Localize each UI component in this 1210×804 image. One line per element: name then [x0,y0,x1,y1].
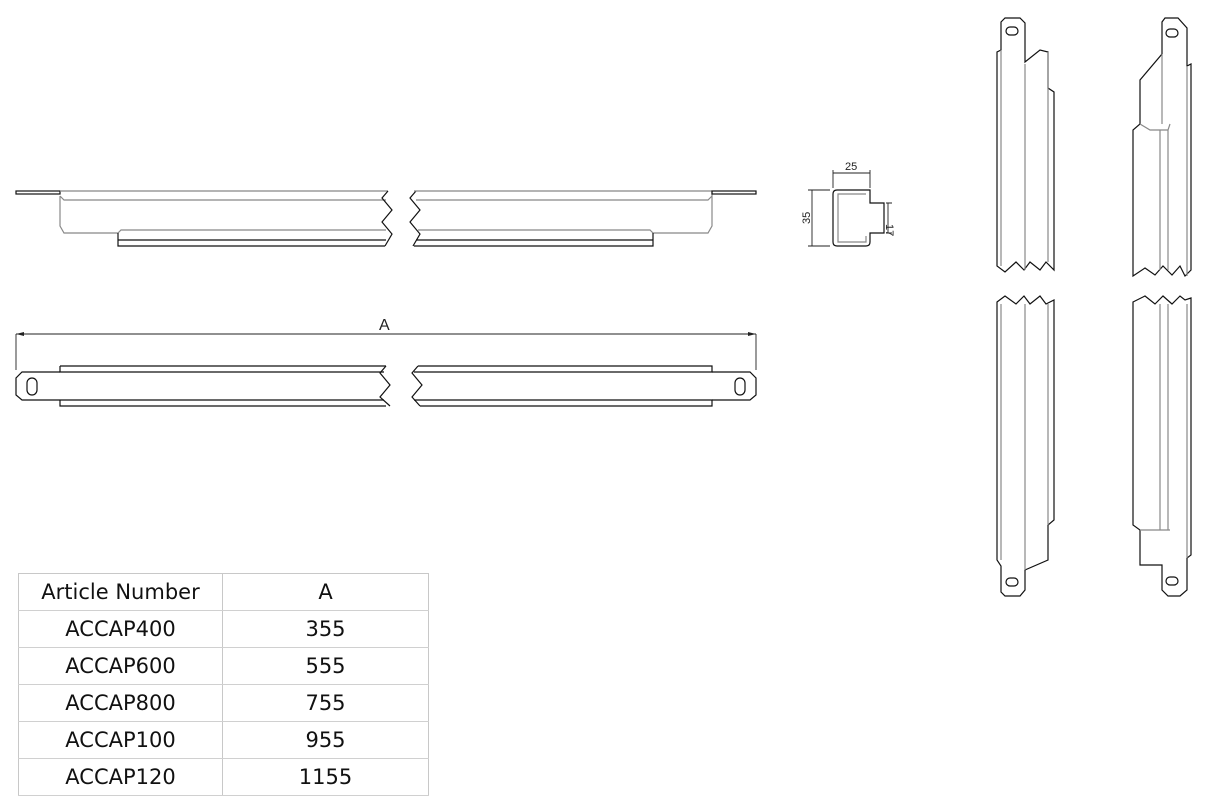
article-number: ACCAP800 [18,684,223,722]
side-view [15,190,757,247]
table-row: ACCAP600 555 [18,647,429,685]
dimension-a: 1155 [222,758,429,796]
header-a: A [222,573,429,611]
article-number: ACCAP120 [18,758,223,796]
article-number: ACCAP100 [18,721,223,759]
dimension-a: 555 [222,647,429,685]
dimension-a: 355 [222,610,429,648]
cross-section-tab-height: 17 [883,224,895,236]
article-number: ACCAP400 [18,610,223,648]
dimension-a-label: A [379,317,390,334]
table-row: ACCAP120 1155 [18,758,429,796]
isometric-view-right [1132,17,1192,597]
article-number: ACCAP600 [18,647,223,685]
table-header-row: Article Number A [18,573,429,611]
table-row: ACCAP100 955 [18,721,429,759]
cross-section-width: 25 [845,161,857,173]
table-row: ACCAP400 355 [18,610,429,648]
dimension-a: 755 [222,684,429,722]
dimension-a: 955 [222,721,429,759]
table-row: ACCAP800 755 [18,684,429,722]
article-table: Article Number A ACCAP400 355 ACCAP600 5… [18,573,429,796]
isometric-view-left [996,17,1055,597]
header-article-number: Article Number [18,573,223,611]
cross-section: 25 35 17 [801,161,895,247]
plan-view: A [15,317,757,407]
cross-section-height: 35 [801,212,813,224]
